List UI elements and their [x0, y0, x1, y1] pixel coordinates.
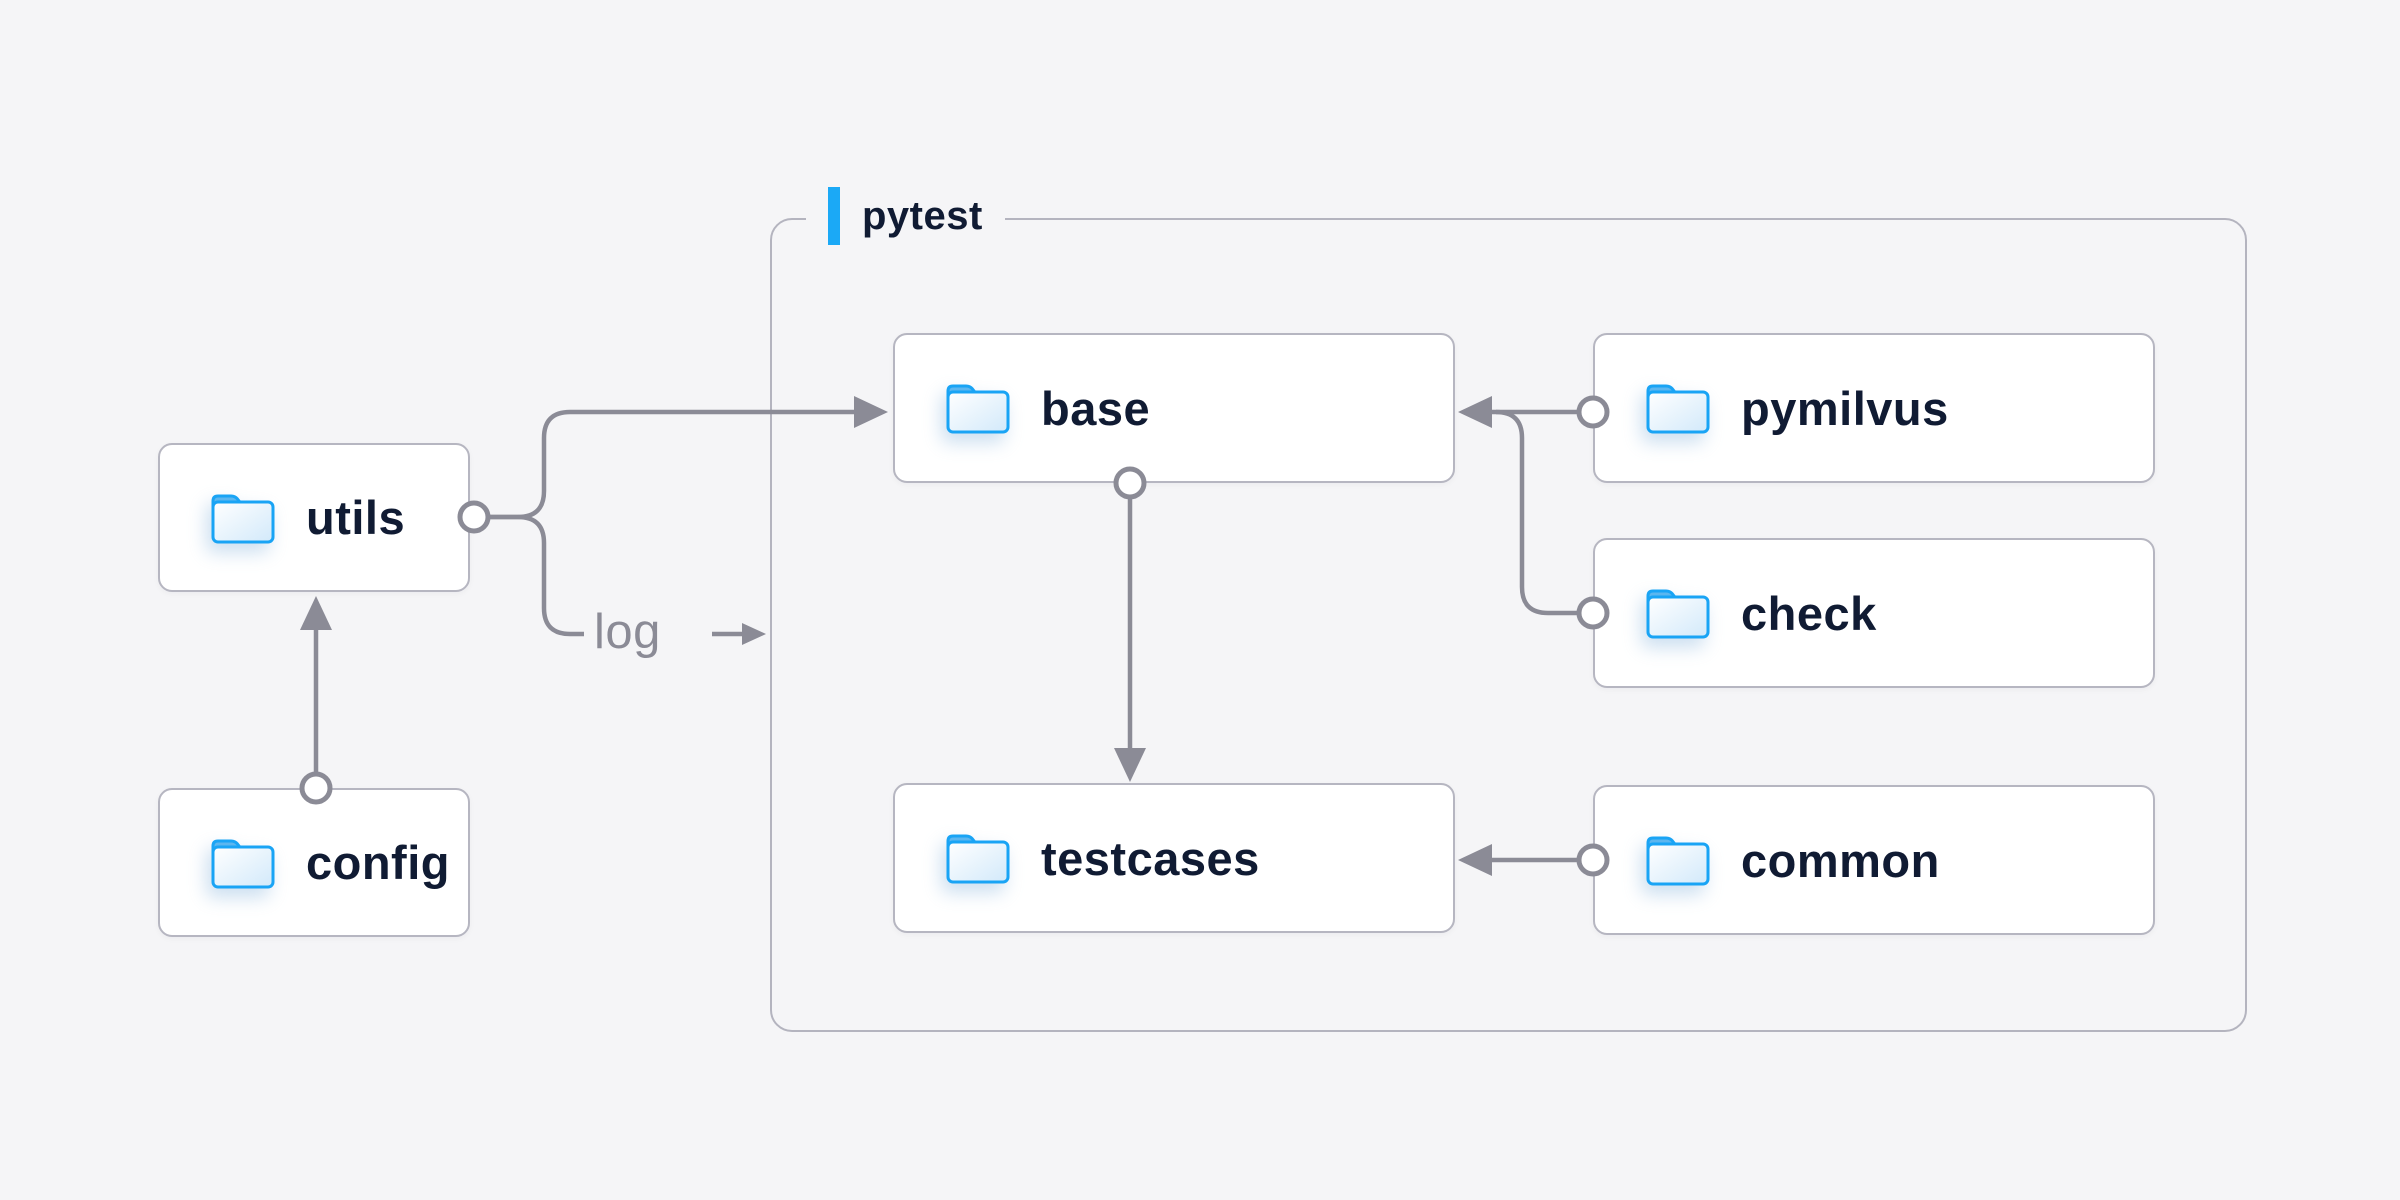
folder-icon [1646, 836, 1710, 886]
node-check: check [1593, 538, 2155, 688]
node-config: config [158, 788, 470, 937]
folder-icon [1646, 589, 1710, 639]
arrowhead-log [742, 623, 766, 645]
edge-utils-log [488, 514, 584, 637]
folder-icon [946, 834, 1010, 884]
node-testcases: testcases [893, 783, 1455, 933]
group-title: pytest [862, 193, 983, 238]
accent-bar [828, 187, 840, 245]
node-label: check [1741, 586, 1877, 640]
node-common: common [1593, 785, 2155, 935]
folder-icon [946, 384, 1010, 434]
node-label: common [1741, 833, 1940, 887]
node-pymilvus: pymilvus [1593, 333, 2155, 483]
node-utils: utils [158, 443, 470, 592]
folder-icon [211, 494, 275, 543]
node-label: testcases [1041, 831, 1260, 885]
node-base: base [893, 333, 1455, 483]
folder-icon [1646, 384, 1710, 434]
pytest-group-label: pytest [806, 184, 1005, 248]
folder-icon [211, 839, 275, 888]
node-label: base [1041, 381, 1151, 435]
node-label: pymilvus [1741, 381, 1949, 435]
node-label: utils [306, 491, 406, 544]
pytest-group-border [770, 218, 2247, 1032]
edge-label-log: log [594, 605, 661, 659]
node-label: config [306, 836, 450, 889]
arrowhead-config-utils [300, 596, 332, 630]
